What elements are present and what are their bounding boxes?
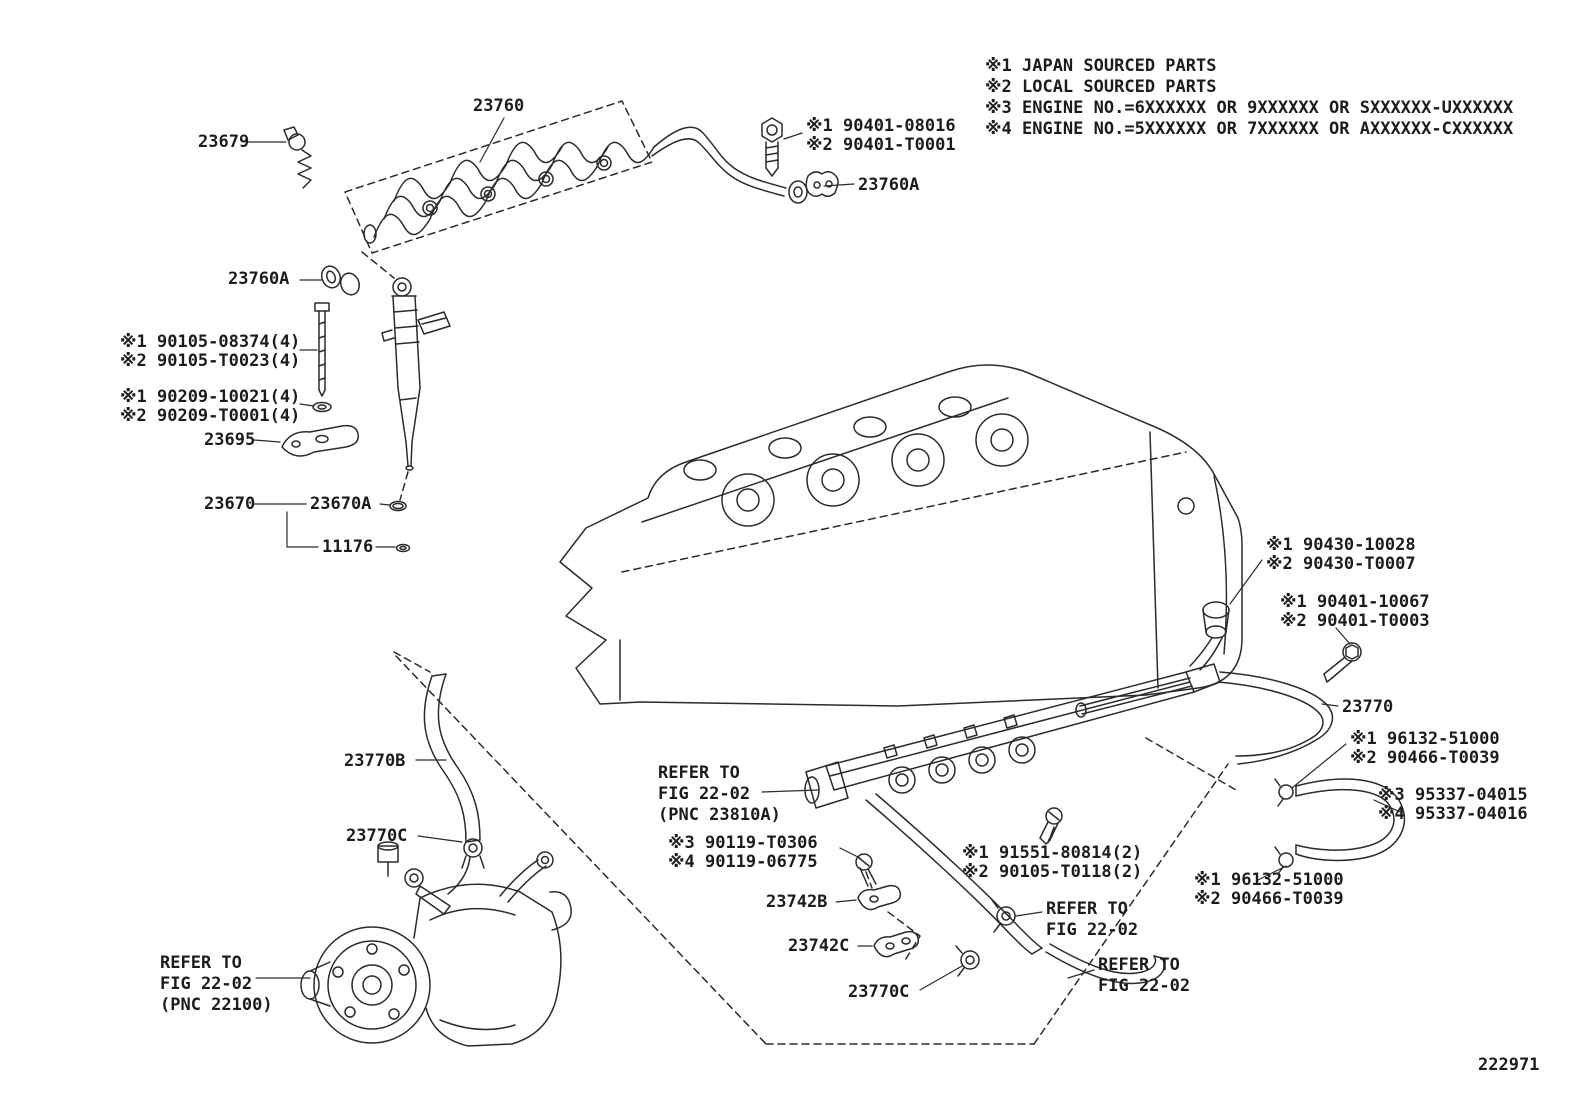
callout-91551: ※1 91551-80814(2)※2 90105-T0118(2) [962,844,1142,882]
part-number: 23760A [228,269,290,289]
part-number: ※2 90466-T0039 [1350,748,1500,768]
callout-90401-10067: ※1 90401-10067※2 90401-T0003 [1280,593,1430,631]
callout-90209: ※1 90209-10021(4)※2 90209-T0001(4) [120,388,300,426]
engine-block-drawing [559,364,1243,707]
callout-23670a: 23670A [310,495,371,514]
refer-note: REFER TO [1046,899,1128,919]
part-number: 23770C [848,982,910,1002]
diagram-number: 222971 [1478,1055,1540,1075]
callout-23670: 23670 [204,495,255,514]
supply-pump-drawing [300,841,572,1047]
part-number: 23770B [344,751,406,771]
part-number: ※2 90401-T0003 [1280,611,1430,631]
refer-note: REFER TO [160,953,242,973]
legend: ※1 JAPAN SOURCED PARTS ※2 LOCAL SOURCED … [985,56,1513,140]
fuel-rail-drawing [804,601,1406,985]
part-number: ※1 91551-80814(2) [962,843,1143,863]
part-number: ※1 90401-10067 [1280,592,1430,612]
callout-23679: 23679 [198,133,249,152]
injection-pipe-assembly-drawing [344,100,839,254]
part-number: 23742C [788,936,850,956]
part-number: 23770 [1342,697,1394,717]
callout-23770c-left: 23770C [346,827,407,846]
refer-note: (PNC 22100) [160,995,273,1015]
callout-23760a-right: 23760A [858,176,919,195]
part-number: 23695 [204,430,256,450]
callout-90401-08016: ※1 90401-08016※2 90401-T0001 [806,117,956,155]
part-number: 23742B [766,892,828,912]
part-number: ※3 90119-T0306 [668,833,818,853]
callout-90119: ※3 90119-T0306※4 90119-06775 [668,834,818,872]
callout-23760: 23760 [473,97,524,116]
legend-line: ※3 ENGINE NO.=6XXXXXX OR 9XXXXXX OR SXXX… [985,98,1514,118]
leader-lines [245,117,1401,991]
part-number: ※1 96132-51000 [1194,870,1344,890]
callout-11176: 11176 [322,538,373,557]
fuel-injector-drawing [281,126,451,553]
part-number: 23679 [198,132,250,152]
refer-note: REFER TO [658,763,740,783]
legend-line: ※1 JAPAN SOURCED PARTS [985,56,1217,76]
refer-note: FIG 22-02 [658,784,751,804]
part-number: ※2 90209-T0001(4) [120,406,301,426]
part-number: ※1 96132-51000 [1350,729,1500,749]
part-number: 11176 [322,537,374,557]
part-number: ※2 90430-T0007 [1266,554,1416,574]
callout-23742c: 23742C [788,937,849,956]
callout-96132-bottom: ※1 96132-51000※2 90466-T0039 [1194,871,1344,909]
part-number: ※2 90401-T0001 [806,135,956,155]
part-number: ※3 95337-04015 [1378,785,1528,805]
refer-note: FIG 22-02 [160,974,253,994]
part-number: ※2 90105-T0023(4) [120,351,301,371]
callout-96132-top: ※1 96132-51000※2 90466-T0039 [1350,730,1500,768]
part-number: ※4 90119-06775 [668,852,818,872]
part-number: 23760A [858,175,920,195]
part-number: ※2 90105-T0118(2) [962,862,1143,882]
callout-23695: 23695 [204,431,255,450]
part-number: ※4 95337-04016 [1378,804,1528,824]
callout-23770: 23770 [1342,698,1393,717]
part-number: ※1 90430-10028 [1266,535,1416,555]
callout-95337: ※3 95337-04015※4 95337-04016 [1378,786,1528,824]
refer-note: FIG 22-02 [1046,920,1139,940]
refer-note: REFER TO [1098,955,1180,975]
callout-90105: ※1 90105-08374(4)※2 90105-T0023(4) [120,333,300,371]
part-number: ※1 90209-10021(4) [120,387,301,407]
part-number: ※1 90105-08374(4) [120,332,301,352]
part-number: 23770C [346,826,408,846]
hose-23770b-drawing [423,673,485,895]
part-number: ※2 90466-T0039 [1194,889,1344,909]
part-number: 23670 [204,494,256,514]
refer-note: FIG 22-02 [1098,976,1191,996]
callout-90430: ※1 90430-10028※2 90430-T0007 [1266,536,1416,574]
refer-note: (PNC 23810A) [658,805,781,825]
dashed-construction-lines [393,651,1237,1045]
part-number: ※1 90401-08016 [806,116,956,136]
legend-line: ※4 ENGINE NO.=5XXXXXX OR 7XXXXXX OR AXXX… [985,119,1514,139]
callout-23770c-bottom: 23770C [848,983,909,1002]
callout-23760a-left: 23760A [228,270,289,289]
part-number: 23670A [310,494,372,514]
callout-23742b: 23742B [766,893,827,912]
callout-23770b: 23770B [344,752,405,771]
part-number: 23760 [473,96,525,116]
legend-line: ※2 LOCAL SOURCED PARTS [985,77,1217,97]
